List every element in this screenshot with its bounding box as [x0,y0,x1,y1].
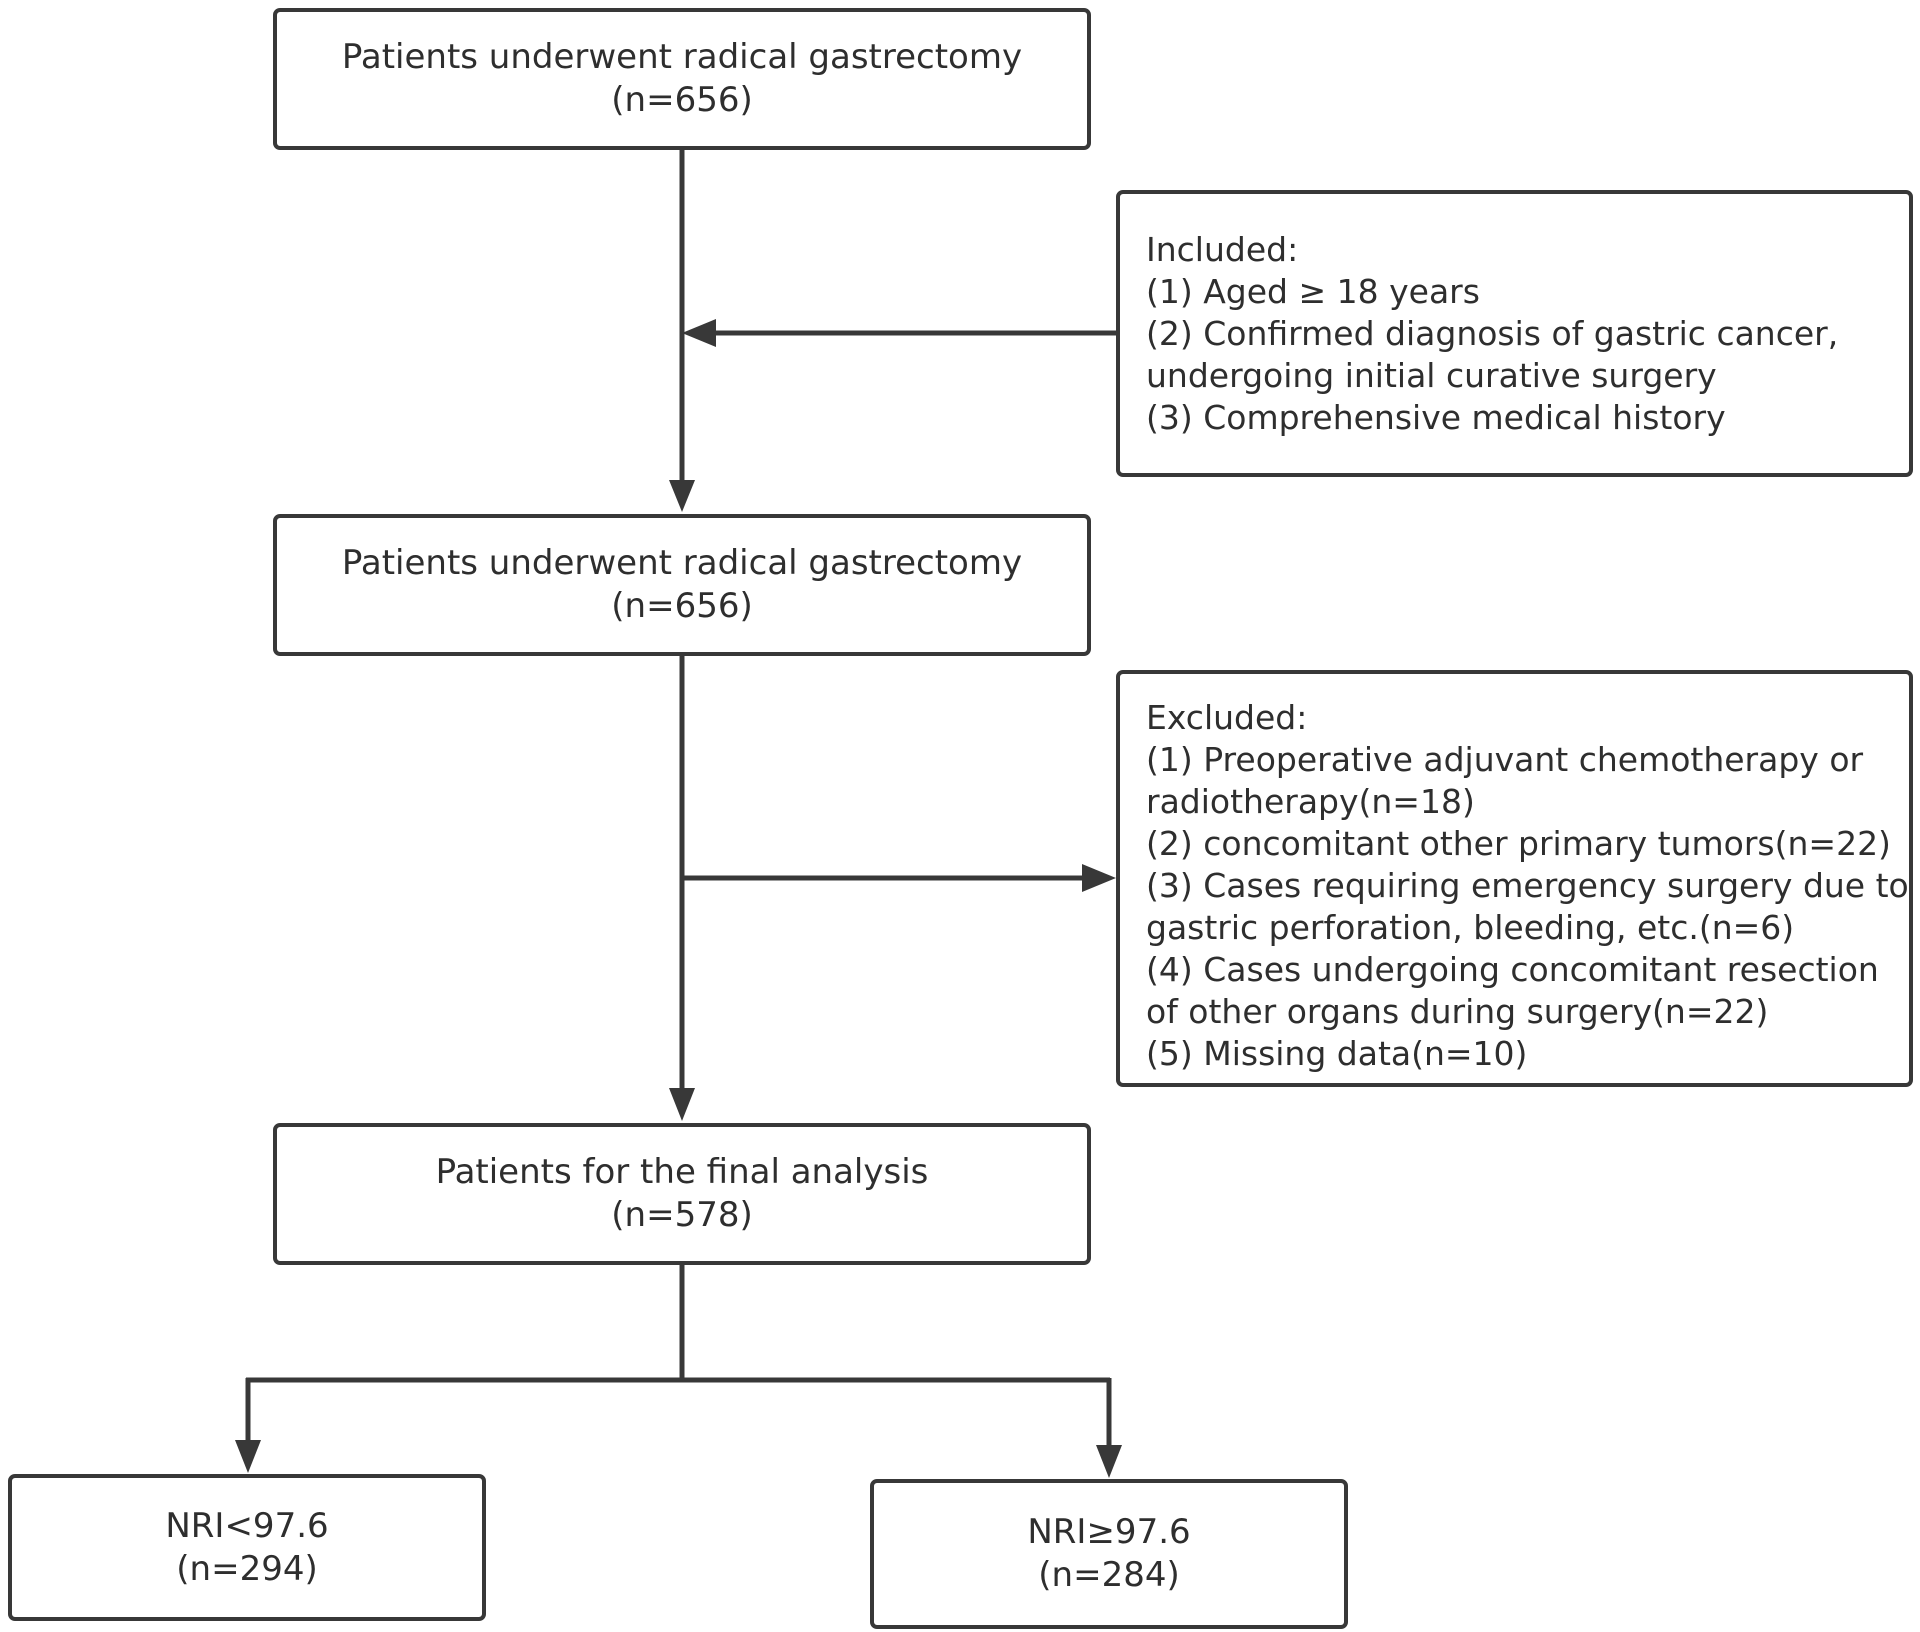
box-group-nri-high: NRI≥97.6 (n=284) [870,1479,1348,1629]
box-group-nri-low: NRI<97.6 (n=294) [8,1474,486,1621]
arrowhead-to-inclusion-box [669,480,695,512]
group-low-title: NRI<97.6 [165,1505,329,1546]
inclusion-item: (1) Aged ≥ 18 years [1146,272,1480,311]
exclusion-item: of other organs during surgery(n=22) [1146,992,1769,1031]
exclusion-item: radiotherapy(n=18) [1146,782,1475,821]
inclusion-heading: Included: [1146,230,1299,269]
group-low-count: (n=294) [176,1548,318,1589]
box-initial-patients: Patients underwent radical gastrectomy (… [273,8,1091,150]
arrowhead-excluded-criteria [1082,864,1116,892]
inclusion-item: (3) Comprehensive medical history [1146,398,1726,437]
box-final-analysis: Patients for the final analysis (n=578) [273,1123,1091,1265]
arrowhead-to-final-box [669,1088,695,1121]
box-inclusion-criteria: Included: (1) Aged ≥ 18 years (2) Confir… [1116,190,1913,477]
exclusion-item: (1) Preoperative adjuvant chemotherapy o… [1146,740,1864,779]
exclusion-item: (4) Cases undergoing concomitant resecti… [1146,950,1879,989]
box-exclusion-criteria: Excluded: (1) Preoperative adjuvant chem… [1116,670,1913,1087]
inclusion-item: undergoing initial curative surgery [1146,356,1717,395]
box-initial-count: (n=656) [611,80,753,120]
group-high-title: NRI≥97.6 [1027,1512,1191,1552]
exclusion-item: (5) Missing data(n=10) [1146,1034,1528,1073]
box-included-patients: Patients underwent radical gastrectomy (… [273,514,1091,656]
arrowhead-to-high-group [1096,1445,1122,1478]
inclusion-item: (2) Confirmed diagnosis of gastric cance… [1146,314,1839,353]
arrowhead-to-low-group [235,1440,261,1473]
arrowhead-included-criteria [682,319,716,347]
box-final-title: Patients for the final analysis [435,1152,929,1192]
box-final-count: (n=578) [611,1195,753,1235]
box-initial-title: Patients underwent radical gastrectomy [341,37,1023,77]
exclusion-heading: Excluded: [1146,698,1308,737]
exclusion-item: (2) concomitant other primary tumors(n=2… [1146,824,1891,863]
box-included-count: (n=656) [611,586,753,626]
exclusion-item: gastric perforation, bleeding, etc.(n=6) [1146,908,1795,947]
exclusion-item: (3) Cases requiring emergency surgery du… [1146,866,1909,905]
box-included-title: Patients underwent radical gastrectomy [341,543,1023,583]
group-high-count: (n=284) [1038,1555,1180,1595]
